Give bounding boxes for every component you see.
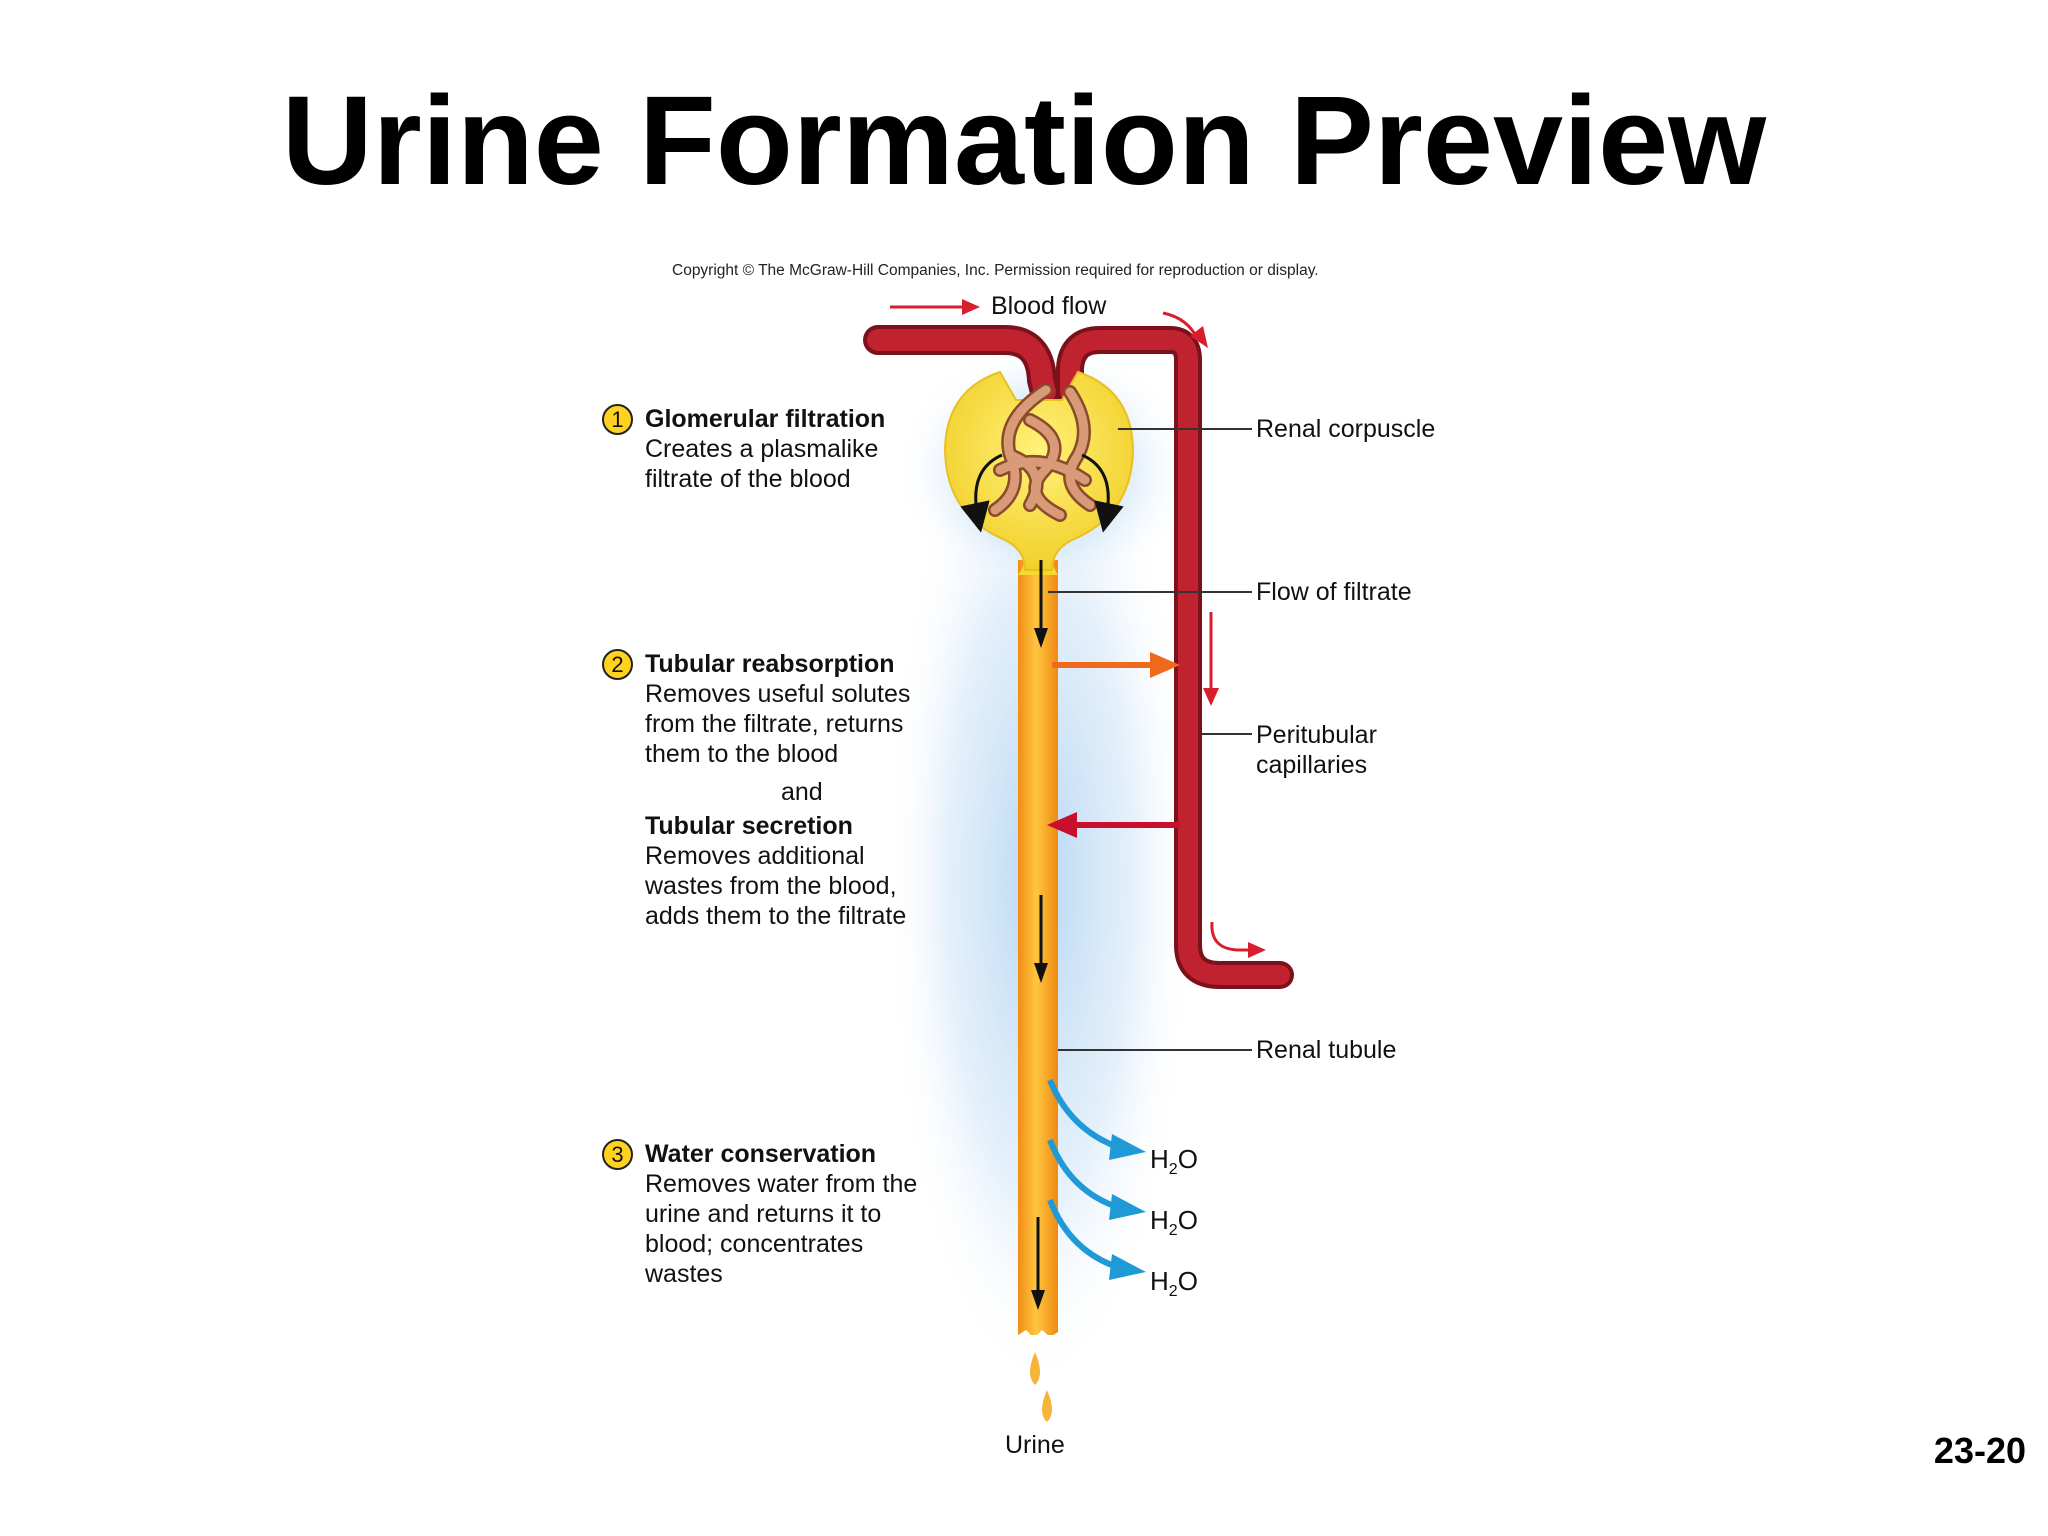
filtrate-flow-arrows bbox=[1031, 560, 1048, 1310]
renal-tubule-label: Renal tubule bbox=[1256, 1036, 1397, 1064]
urine-label: Urine bbox=[1005, 1431, 1065, 1459]
step-3-line: Removes water from the bbox=[645, 1170, 918, 1198]
renal-corpuscle-label: Renal corpuscle bbox=[1256, 415, 1436, 443]
glomerulus bbox=[988, 383, 1097, 522]
step-2-connector: and bbox=[781, 778, 823, 806]
step-2-heading: Tubular reabsorption bbox=[645, 650, 895, 678]
flow-of-filtrate-label: Flow of filtrate bbox=[1256, 578, 1412, 606]
h2o-label-2: H2O bbox=[1150, 1205, 1198, 1239]
h2o-label-3: H2O bbox=[1150, 1266, 1198, 1300]
blood-flow-arrows bbox=[890, 299, 1266, 958]
step-2-line: them to the blood bbox=[645, 740, 839, 768]
peritubular-label: Peritubular bbox=[1256, 721, 1377, 749]
h2o-label-1: H2O bbox=[1150, 1144, 1198, 1178]
copyright-notice: Copyright © The McGraw-Hill Companies, I… bbox=[672, 262, 1319, 279]
step-1-text: Glomerular filtration Creates a plasmali… bbox=[645, 404, 885, 494]
capillaries-label: capillaries bbox=[1256, 751, 1368, 779]
secretion-arrow bbox=[1047, 812, 1180, 838]
step-badge-1: 1 bbox=[602, 404, 633, 435]
step-2-line-secretion: wastes from the blood, bbox=[645, 872, 897, 900]
step-2-line-secretion: Removes additional bbox=[645, 842, 865, 870]
filtration-arrow-right bbox=[1081, 453, 1124, 533]
blood-flow-label: Blood flow bbox=[991, 292, 1107, 320]
step-3-heading: Water conservation bbox=[645, 1140, 877, 1168]
slide-number: 23-20 bbox=[1933, 1430, 2026, 1471]
step-2-line: from the filtrate, returns bbox=[645, 710, 904, 738]
step-2-text: Tubular reabsorption Removes useful solu… bbox=[645, 649, 910, 931]
step-2-line: Removes useful solutes bbox=[645, 680, 911, 708]
step-1-line: filtrate of the blood bbox=[645, 465, 851, 493]
step-badge-2: 2 bbox=[602, 649, 633, 680]
step-2-heading-secretion: Tubular secretion bbox=[645, 812, 853, 840]
step-1-heading: Glomerular filtration bbox=[645, 405, 886, 433]
blood-vessel bbox=[863, 325, 1294, 989]
step-3-line: blood; concentrates bbox=[645, 1230, 864, 1258]
urine-drop-1 bbox=[1030, 1352, 1040, 1385]
step-badge-3: 3 bbox=[602, 1139, 633, 1170]
filtration-arrow-left bbox=[960, 453, 1003, 533]
step-3-line: urine and returns it to bbox=[645, 1200, 882, 1228]
step-3-text: Water conservation Removes water from th… bbox=[645, 1139, 917, 1289]
water-arrows bbox=[1047, 1078, 1146, 1280]
tubule-end bbox=[1018, 1330, 1058, 1345]
step-1-line: Creates a plasmalike bbox=[645, 435, 879, 463]
reabsorption-arrow bbox=[1052, 652, 1180, 678]
step-2-line-secretion: adds them to the filtrate bbox=[645, 902, 907, 930]
step-3-line: wastes bbox=[645, 1260, 723, 1288]
urine-drop-2 bbox=[1042, 1390, 1052, 1422]
leader-lines bbox=[1048, 428, 1252, 1051]
slide-title: Urine Formation Preview bbox=[281, 70, 1767, 211]
